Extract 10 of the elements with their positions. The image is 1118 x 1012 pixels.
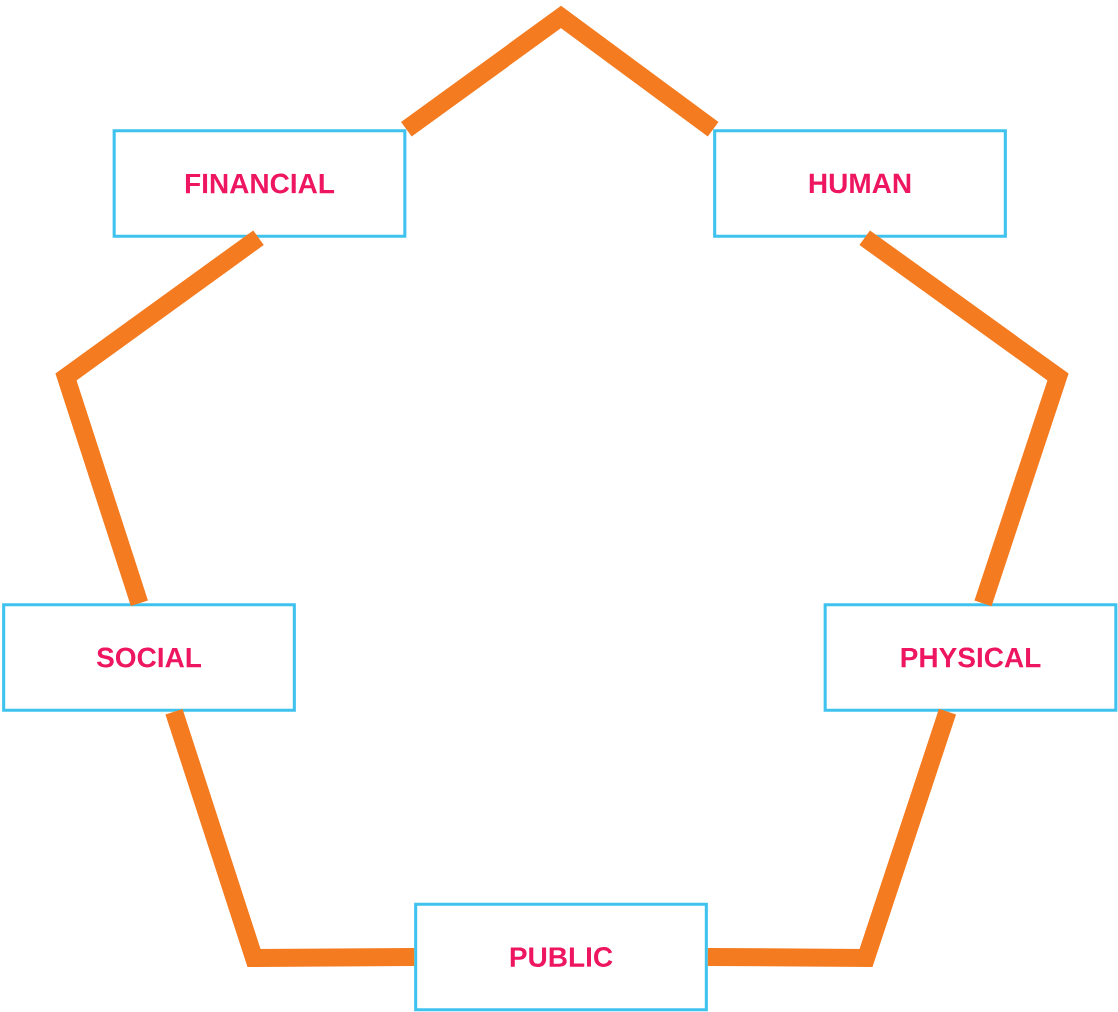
connector-line (165, 708, 415, 968)
label-box: FINANCIAL (112, 129, 407, 238)
connector-line (55, 230, 264, 607)
connector-line (859, 230, 1069, 607)
label-box: HUMAN (713, 129, 1007, 238)
label-box: SOCIAL (2, 603, 296, 712)
label-box: PUBLIC (414, 902, 708, 1012)
connector-line (401, 5, 719, 137)
label-box: PHYSICAL (823, 603, 1118, 712)
connector-line (707, 708, 957, 968)
